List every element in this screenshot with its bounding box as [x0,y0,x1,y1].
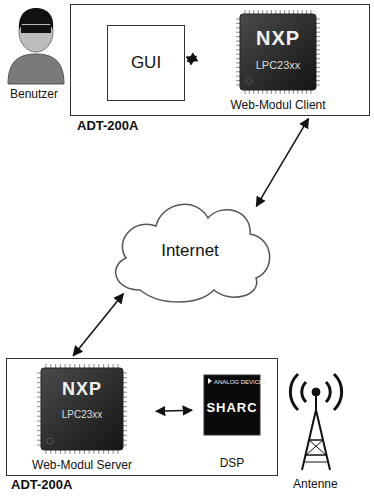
server-chip: NXP LPC23xxWeb-Modul Server [11,363,153,473]
antenna-label: Antenne [293,478,338,492]
node-label: Internet [100,241,280,261]
arrow-connector [73,294,123,356]
gui-box: GUI [107,25,185,101]
node-label: ADT-200A [11,478,72,493]
chip-graphic [199,9,357,95]
node-text: NXP [11,379,153,400]
arrow-connector [188,56,197,61]
arrow-connector [156,410,192,412]
device-frame: ADT-200ANXPLPC23xxWeb-Modul ServerANALOG… [6,358,278,476]
node-label: GUI [108,53,184,73]
node-label: ADT-200A [77,119,138,134]
node-text: ANALOG DEVICES [214,379,267,386]
user-icon [8,8,64,84]
node-text: SHARC [204,401,260,416]
node-label: Web-Modul Client [199,99,357,113]
user-label: Benutzer [10,88,58,102]
node-text: LPC23xx [11,409,153,421]
node-text: LPC23xx [199,59,357,72]
dsp-chip: ANALOG DEVICES SHARC DSP [195,373,269,471]
node-label: Web-Modul Server [11,459,153,473]
node-text: NXP [199,27,357,50]
client-chip: NXP LPC23xxWeb-Modul Client [199,9,357,113]
device-frame: ADT-200AGUINXPLPC23xxWeb-Modul Client [70,4,370,116]
arrow-connector [256,119,308,207]
node-label: DSP [195,457,269,471]
internet-cloud: Internet [100,190,280,308]
antenna-icon [290,374,341,470]
